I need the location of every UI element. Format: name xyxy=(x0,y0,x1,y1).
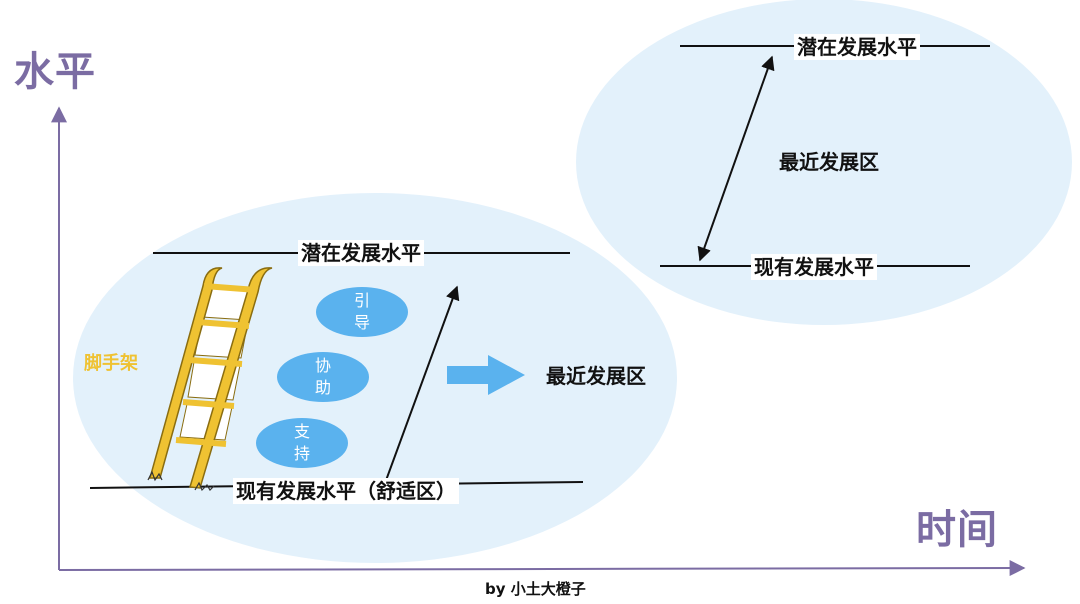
current-stage-zone-label: 最近发展区 xyxy=(546,364,646,388)
support-pill: 支 持 xyxy=(256,418,348,468)
right-arrow-icon xyxy=(447,355,525,395)
assist-pill-line1: 协 xyxy=(314,356,331,375)
support-pill-line1: 支 xyxy=(293,422,310,441)
current-stage-current-label: 现有发展水平（舒适区） xyxy=(233,478,459,504)
next-stage-zone-label: 最近发展区 xyxy=(779,150,879,174)
assist-pill-line2: 助 xyxy=(314,378,331,397)
current-stage-potential-label: 潜在发展水平 xyxy=(298,240,424,266)
guide-pill: 引 导 xyxy=(316,287,408,337)
credit-text: by 小土大橙子 xyxy=(485,580,586,598)
next-stage-current-label: 现有发展水平 xyxy=(751,254,877,280)
next-stage-potential-label: 潜在发展水平 xyxy=(794,34,920,60)
ladder-icon xyxy=(147,267,273,492)
double-arrow-icon xyxy=(378,285,460,496)
support-pill-line2: 持 xyxy=(293,444,310,463)
x-axis-line xyxy=(58,560,1026,577)
assist-pill: 协 助 xyxy=(277,352,369,402)
guide-pill-line1: 引 xyxy=(353,291,370,310)
y-axis-title: 水平 xyxy=(14,49,96,95)
guide-pill-line2: 导 xyxy=(353,313,370,332)
scaffold-label: 脚手架 xyxy=(84,353,138,374)
x-axis-title: 时间 xyxy=(916,507,998,553)
double-arrow-icon xyxy=(697,55,775,262)
